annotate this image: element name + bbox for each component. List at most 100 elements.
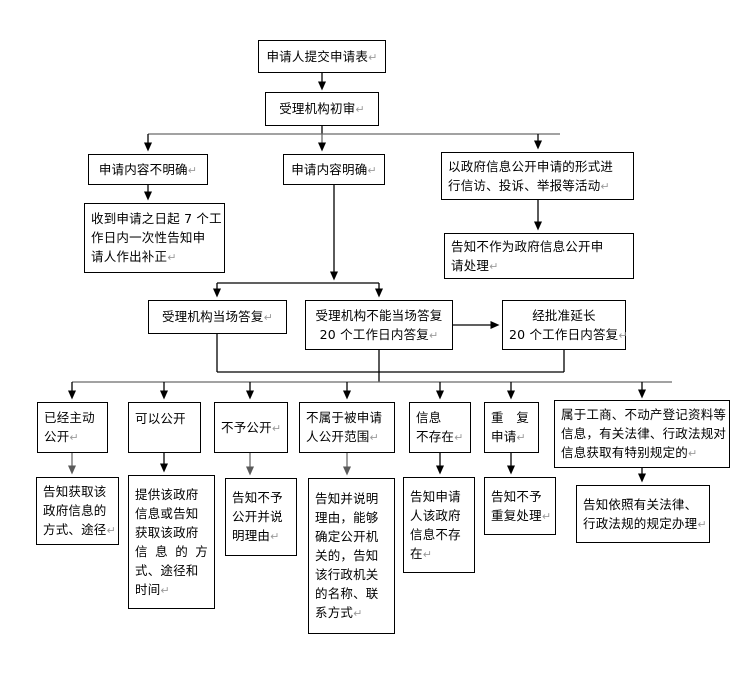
node-line: 时间↵ [135, 581, 170, 597]
node-petition-in-disclosure-form[interactable]: 以政府信息公开申请的形式进 行信访、投诉、举报等活动↵ [441, 152, 634, 200]
node-line: 确定公开机 [315, 529, 379, 544]
node-line: 提供该政府 [135, 486, 199, 502]
node-line: 信息或告知 [135, 505, 199, 521]
node-line: 信息获取有特别规定的↵ [561, 445, 698, 460]
node-line: 作日内一次性告知申 [91, 230, 206, 245]
paragraph-mark-icon: ↵ [355, 103, 365, 116]
node-line: 信息的方 [135, 543, 208, 559]
paragraph-mark-icon: ↵ [367, 163, 377, 177]
node-line: 关的，告知 [315, 548, 379, 563]
node-line: 收到申请之日起 7 个工 [91, 211, 222, 226]
paragraph-mark-icon: ↵ [618, 328, 628, 342]
node-line-empty [135, 428, 194, 447]
node-line: 20 个工作日内答复↵ [509, 326, 628, 342]
node-line: 属于工商、不动产登记资料等 [561, 407, 727, 422]
paragraph-mark-icon: ↵ [428, 328, 439, 342]
node-notify-no-repeat-processing[interactable]: 告知不予 重复处理↵ [484, 477, 556, 535]
node-line: 告知不予 [491, 488, 542, 504]
paragraph-mark-icon: ↵ [271, 421, 282, 435]
node-line: 行政法规的规定办理↵ [583, 515, 707, 531]
node-already-proactively-public[interactable]: 已经主动 公开↵ [37, 402, 108, 453]
node-line: 人该政府 [410, 507, 461, 523]
node-line: 行信访、投诉、举报等活动↵ [448, 177, 610, 193]
node-line: 申请内容明确↵ [291, 161, 377, 177]
node-submit-application[interactable]: 申请人提交申请表↵ [258, 40, 386, 73]
paragraph-mark-icon: ↵ [69, 431, 79, 444]
node-special-statutory-rules[interactable]: 属于工商、不动产登记资料等 信息，有关法律、行政法规对 信息获取有特别规定的↵ [554, 400, 730, 468]
paragraph-mark-icon: ↵ [697, 517, 707, 531]
paragraph-mark-icon: ↵ [106, 524, 116, 537]
node-line: 可以公开 [135, 410, 186, 426]
node-notify-handle-per-law[interactable]: 告知依照有关法律、 行政法规的规定办理↵ [576, 485, 710, 543]
paragraph-mark-icon: ↵ [454, 431, 464, 444]
node-line: 的名称、联 [315, 586, 379, 601]
node-line: 申请人提交申请表↵ [266, 48, 378, 64]
node-notify-access-method[interactable]: 告知获取该 政府信息的 方式、途径↵ [36, 477, 119, 545]
node-line: 公开↵ [44, 429, 79, 444]
paragraph-mark-icon: ↵ [600, 179, 610, 193]
paragraph-mark-icon: ↵ [422, 547, 433, 561]
node-line: 重复处理↵ [491, 507, 552, 523]
node-line: 受理机构不能当场答复 [315, 307, 443, 323]
node-line: 告知获取该 [43, 484, 107, 499]
node-line: 请处理↵ [451, 257, 499, 273]
node-line: 告知申请 [410, 488, 461, 504]
node-notify-responsible-agency[interactable]: 告知并说明 理由，能够 确定公开机 关的，告知 该行政机关 的名称、联 系方式↵ [308, 478, 395, 634]
paragraph-mark-icon: ↵ [167, 251, 177, 264]
paragraph-mark-icon: ↵ [187, 163, 198, 177]
node-line: 明理由↵ [232, 528, 280, 543]
node-line: 已经主动 [44, 410, 95, 425]
node-line: 理由，能够 [315, 510, 379, 525]
node-agency-initial-review[interactable]: 受理机构初审↵ [265, 92, 379, 126]
node-line: 公开并说 [232, 509, 283, 524]
paragraph-mark-icon: ↵ [516, 431, 526, 444]
node-notify-correction[interactable]: 收到申请之日起 7 个工 作日内一次性告知申 请人作出补正↵ [84, 203, 225, 273]
node-not-disclosed[interactable]: 不予公开↵ [214, 402, 288, 453]
node-line: 受理机构初审↵ [279, 101, 365, 116]
node-line: 不予公开↵ [221, 419, 282, 435]
node-line: 该行政机关 [315, 567, 379, 582]
paragraph-mark-icon: ↵ [270, 530, 280, 543]
node-line: 不存在↵ [416, 429, 464, 444]
node-content-unclear[interactable]: 申请内容不明确↵ [88, 154, 208, 185]
paragraph-mark-icon: ↵ [368, 50, 378, 64]
node-line: 政府信息的 [43, 503, 107, 518]
node-can-be-disclosed[interactable]: 可以公开 [128, 402, 201, 453]
node-line: 告知依照有关法律、 [583, 496, 698, 512]
paragraph-mark-icon: ↵ [688, 447, 698, 460]
node-line: 20 个工作日内答复↵ [319, 326, 439, 342]
node-line: 信息 [416, 410, 442, 425]
paragraph-mark-icon: ↵ [353, 607, 363, 620]
node-onsite-reply[interactable]: 受理机构当场答复↵ [148, 300, 287, 334]
node-duplicate-application[interactable]: 重 复 申请↵ [484, 402, 539, 453]
node-line: 请人作出补正↵ [91, 249, 177, 264]
node-line: 受理机构当场答复↵ [161, 309, 274, 324]
node-line: 人公开范围↵ [306, 429, 379, 444]
paragraph-mark-icon: ↵ [489, 259, 499, 273]
node-line: 在↵ [410, 545, 433, 561]
node-line: 信息不存 [410, 526, 461, 542]
node-line: 获取该政府 [135, 524, 199, 540]
paragraph-mark-icon: ↵ [263, 311, 274, 324]
node-line: 重 复 [491, 410, 530, 425]
paragraph-mark-icon: ↵ [369, 431, 379, 444]
node-line: 系方式↵ [315, 605, 363, 620]
node-line: 不属于被申请 [306, 410, 383, 425]
node-line: 告知不作为政府信息公开申 [451, 238, 604, 254]
node-line: 告知不予 [232, 490, 283, 505]
node-provide-info-or-notify[interactable]: 提供该政府 信息或告知 获取该政府 信息的方 式、途径和 时间↵ [128, 475, 215, 609]
node-line: 经批准延长 [532, 307, 596, 323]
node-information-not-exist[interactable]: 信息 不存在↵ [409, 402, 471, 453]
node-approved-extension[interactable]: 经批准延长 20 个工作日内答复↵ [502, 300, 628, 350]
node-line: 式、途径和 [135, 562, 199, 578]
node-line: 信息，有关法律、行政法规对 [561, 426, 727, 441]
node-notify-refusal-reason[interactable]: 告知不予 公开并说 明理由↵ [225, 478, 297, 556]
node-line: 申请内容不明确↵ [98, 161, 198, 177]
node-content-clear[interactable]: 申请内容明确↵ [283, 154, 385, 185]
node-notify-info-not-exist[interactable]: 告知申请 人该政府 信息不存 在↵ [403, 477, 475, 573]
node-line: 告知并说明 [315, 491, 379, 506]
node-outside-disclosure-scope[interactable]: 不属于被申请 人公开范围↵ [299, 402, 395, 453]
node-cannot-reply-onsite[interactable]: 受理机构不能当场答复 20 个工作日内答复↵ [305, 300, 453, 350]
node-not-treated-as-disclosure[interactable]: 告知不作为政府信息公开申 请处理↵ [444, 233, 634, 279]
